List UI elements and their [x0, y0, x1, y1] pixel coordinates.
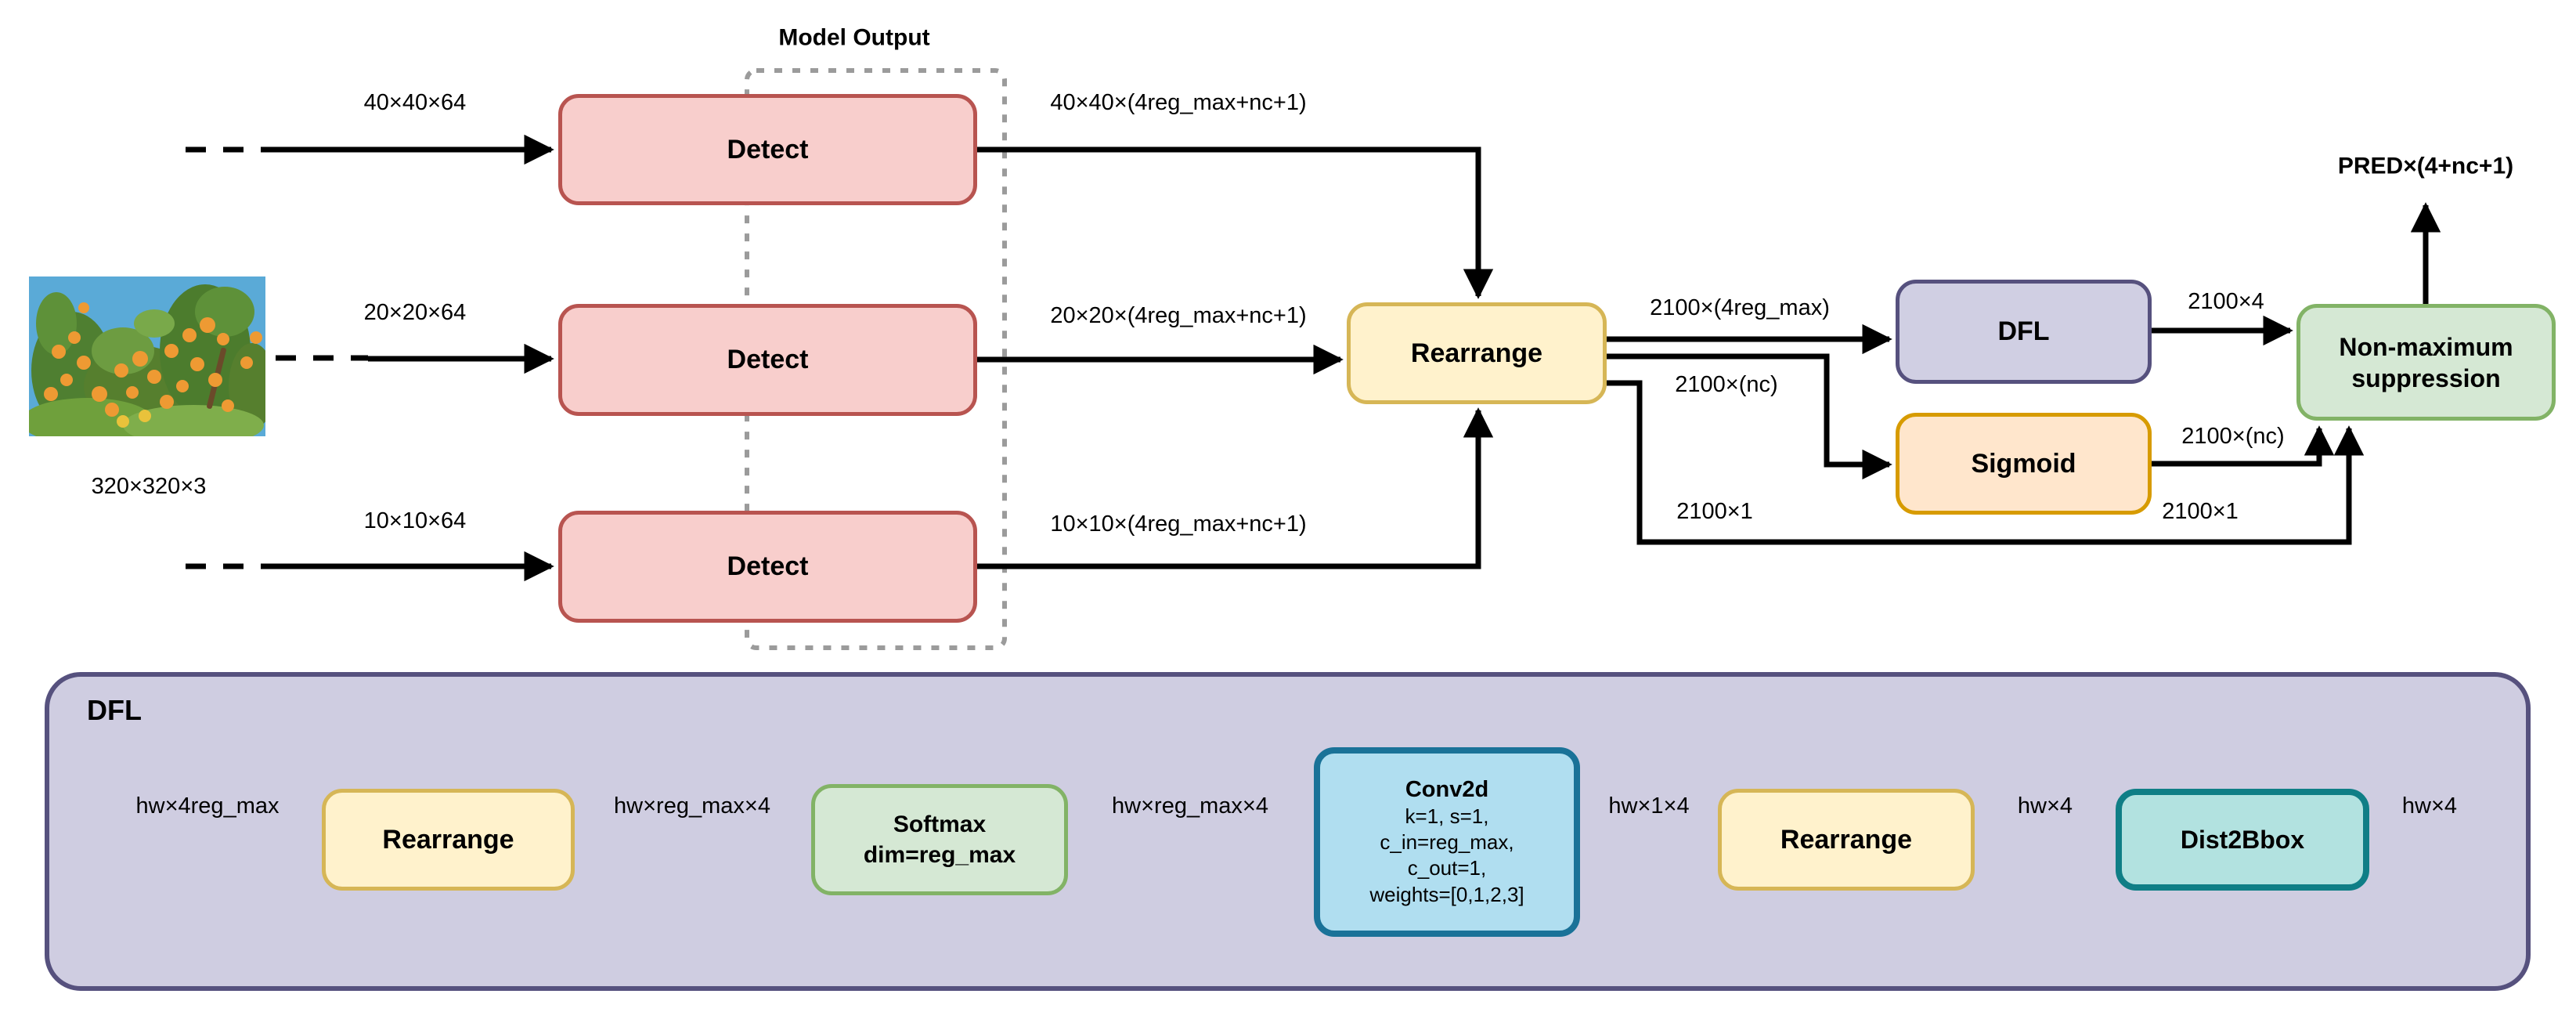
row1-output-wire — [977, 146, 1494, 299]
softmax-label-line1: Softmax — [893, 811, 987, 837]
row3-output-label: 10×10×(4reg_max+nc+1) — [1050, 511, 1307, 537]
rearrange-to-sigmoid-wire — [1607, 353, 1892, 480]
model-output-label: Model Output — [778, 24, 930, 51]
panel-label-after-rearrange: hw×reg_max×4 — [614, 793, 770, 819]
detect-node-1: Detect — [558, 94, 977, 205]
row3-output-wire — [977, 407, 1494, 569]
nms-label-line2: suppression — [2351, 363, 2501, 392]
panel-label-out: hw×4 — [2401, 793, 2458, 819]
dfl-node-label: DFL — [1997, 316, 2050, 346]
panel-rearrange-1-label: Rearrange — [382, 824, 514, 855]
panel-dist2bbox-node: Dist2Bbox — [2116, 789, 2369, 891]
conv2d-line2: c_in=reg_max, — [1380, 830, 1514, 855]
panel-label-in: hw×4reg_max — [135, 793, 280, 819]
row3-input-label: 10×10×64 — [363, 508, 467, 534]
row2-input-label: 20×20×64 — [363, 300, 467, 326]
detect-node-2: Detect — [558, 304, 977, 416]
panel-label-after-softmax: hw×reg_max×4 — [1112, 793, 1268, 819]
edge-label-dfl-out: 2100×4 — [2188, 289, 2264, 315]
sigmoid-node-label: Sigmoid — [1971, 448, 2076, 479]
detect-node-1-label: Detect — [727, 134, 809, 164]
edge-label-sigmoid-out: 2100×(nc) — [2181, 424, 2285, 450]
input-image — [29, 276, 265, 436]
sigmoid-node: Sigmoid — [1896, 413, 2152, 515]
oranges — [44, 302, 262, 428]
panel-label-after-conv: hw×1×4 — [1608, 793, 1690, 819]
edge-label-conf-right: 2100×1 — [2162, 499, 2239, 525]
dfl-node: DFL — [1896, 280, 2152, 384]
detect-node-3: Detect — [558, 511, 977, 623]
edge-label-to-dfl: 2100×(4reg_max) — [1650, 295, 1830, 321]
conv2d-line3: c_out=1, — [1407, 856, 1487, 880]
conv2d-line1: k=1, s=1, — [1405, 804, 1489, 828]
input-image-caption: 320×320×3 — [91, 474, 207, 500]
row1-output-label: 40×40×(4reg_max+nc+1) — [1050, 90, 1307, 116]
rearrange-node-label: Rearrange — [1410, 338, 1543, 368]
sigmoid-to-nms-wire — [2152, 425, 2335, 467]
detect-node-2-label: Detect — [727, 345, 809, 374]
row1-input-label: 40×40×64 — [363, 90, 467, 116]
edge-label-to-sigmoid: 2100×(nc) — [1675, 372, 1778, 398]
nms-node: Non-maximum suppression — [2296, 304, 2556, 421]
panel-rearrange-2-label: Rearrange — [1780, 824, 1913, 855]
conv2d-line4: weights=[0,1,2,3] — [1369, 882, 1524, 906]
panel-conv2d-node: Conv2d k=1, s=1, c_in=reg_max, c_out=1, … — [1314, 747, 1580, 937]
pred-output-label: PRED×(4+nc+1) — [2337, 153, 2514, 179]
objectness-wire — [1607, 380, 2365, 545]
softmax-label-line2: dim=reg_max — [863, 842, 1016, 868]
panel-rearrange-node-2: Rearrange — [1718, 789, 1975, 891]
panel-label-after-rearrange2: hw×4 — [2017, 793, 2073, 819]
panel-rearrange-node-1: Rearrange — [322, 789, 575, 891]
rearrange-node: Rearrange — [1347, 302, 1607, 404]
detect-node-3-label: Detect — [727, 551, 809, 581]
conv2d-title: Conv2d — [1405, 777, 1489, 803]
edge-label-conf-left: 2100×1 — [1676, 499, 1753, 525]
row2-output-label: 20×20×(4reg_max+nc+1) — [1050, 303, 1307, 329]
nms-label-line1: Non-maximum — [2339, 332, 2513, 361]
panel-softmax-node: Softmax dim=reg_max — [811, 784, 1068, 895]
dist2bbox-label: Dist2Bbox — [2180, 825, 2305, 854]
dfl-panel-title: DFL — [87, 694, 142, 726]
